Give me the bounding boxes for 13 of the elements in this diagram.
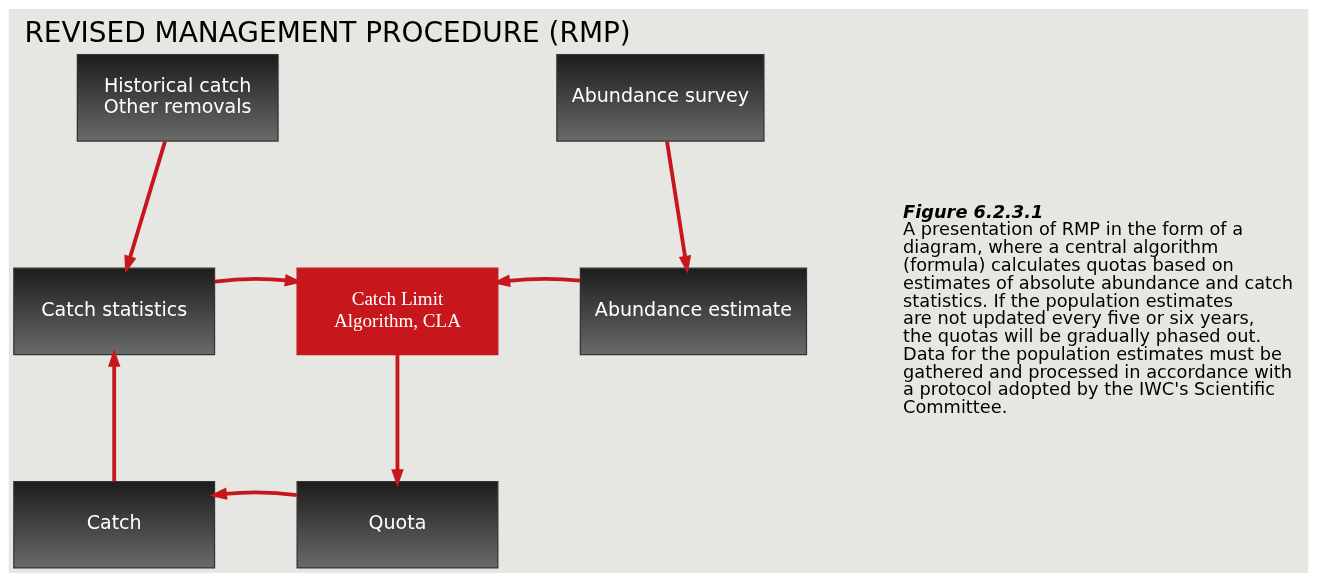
node-box: Catch Limit Algorithm, CLA	[296, 267, 499, 355]
arrow	[665, 140, 692, 274]
node-box: Abundance estimate	[579, 267, 808, 355]
node-box: Catch	[13, 480, 216, 569]
arrow	[124, 140, 167, 273]
diagram-title: REVISED MANAGEMENT PROCEDURE (RMP)	[24, 15, 631, 49]
arrow	[209, 486, 298, 500]
node-box: Quota	[296, 480, 499, 569]
arrow	[391, 354, 404, 487]
arrow	[107, 348, 121, 481]
node-box: Abundance survey	[556, 53, 765, 142]
node-box: Historical catch Other removals	[76, 53, 279, 142]
node-box: Catch statistics	[13, 267, 216, 355]
